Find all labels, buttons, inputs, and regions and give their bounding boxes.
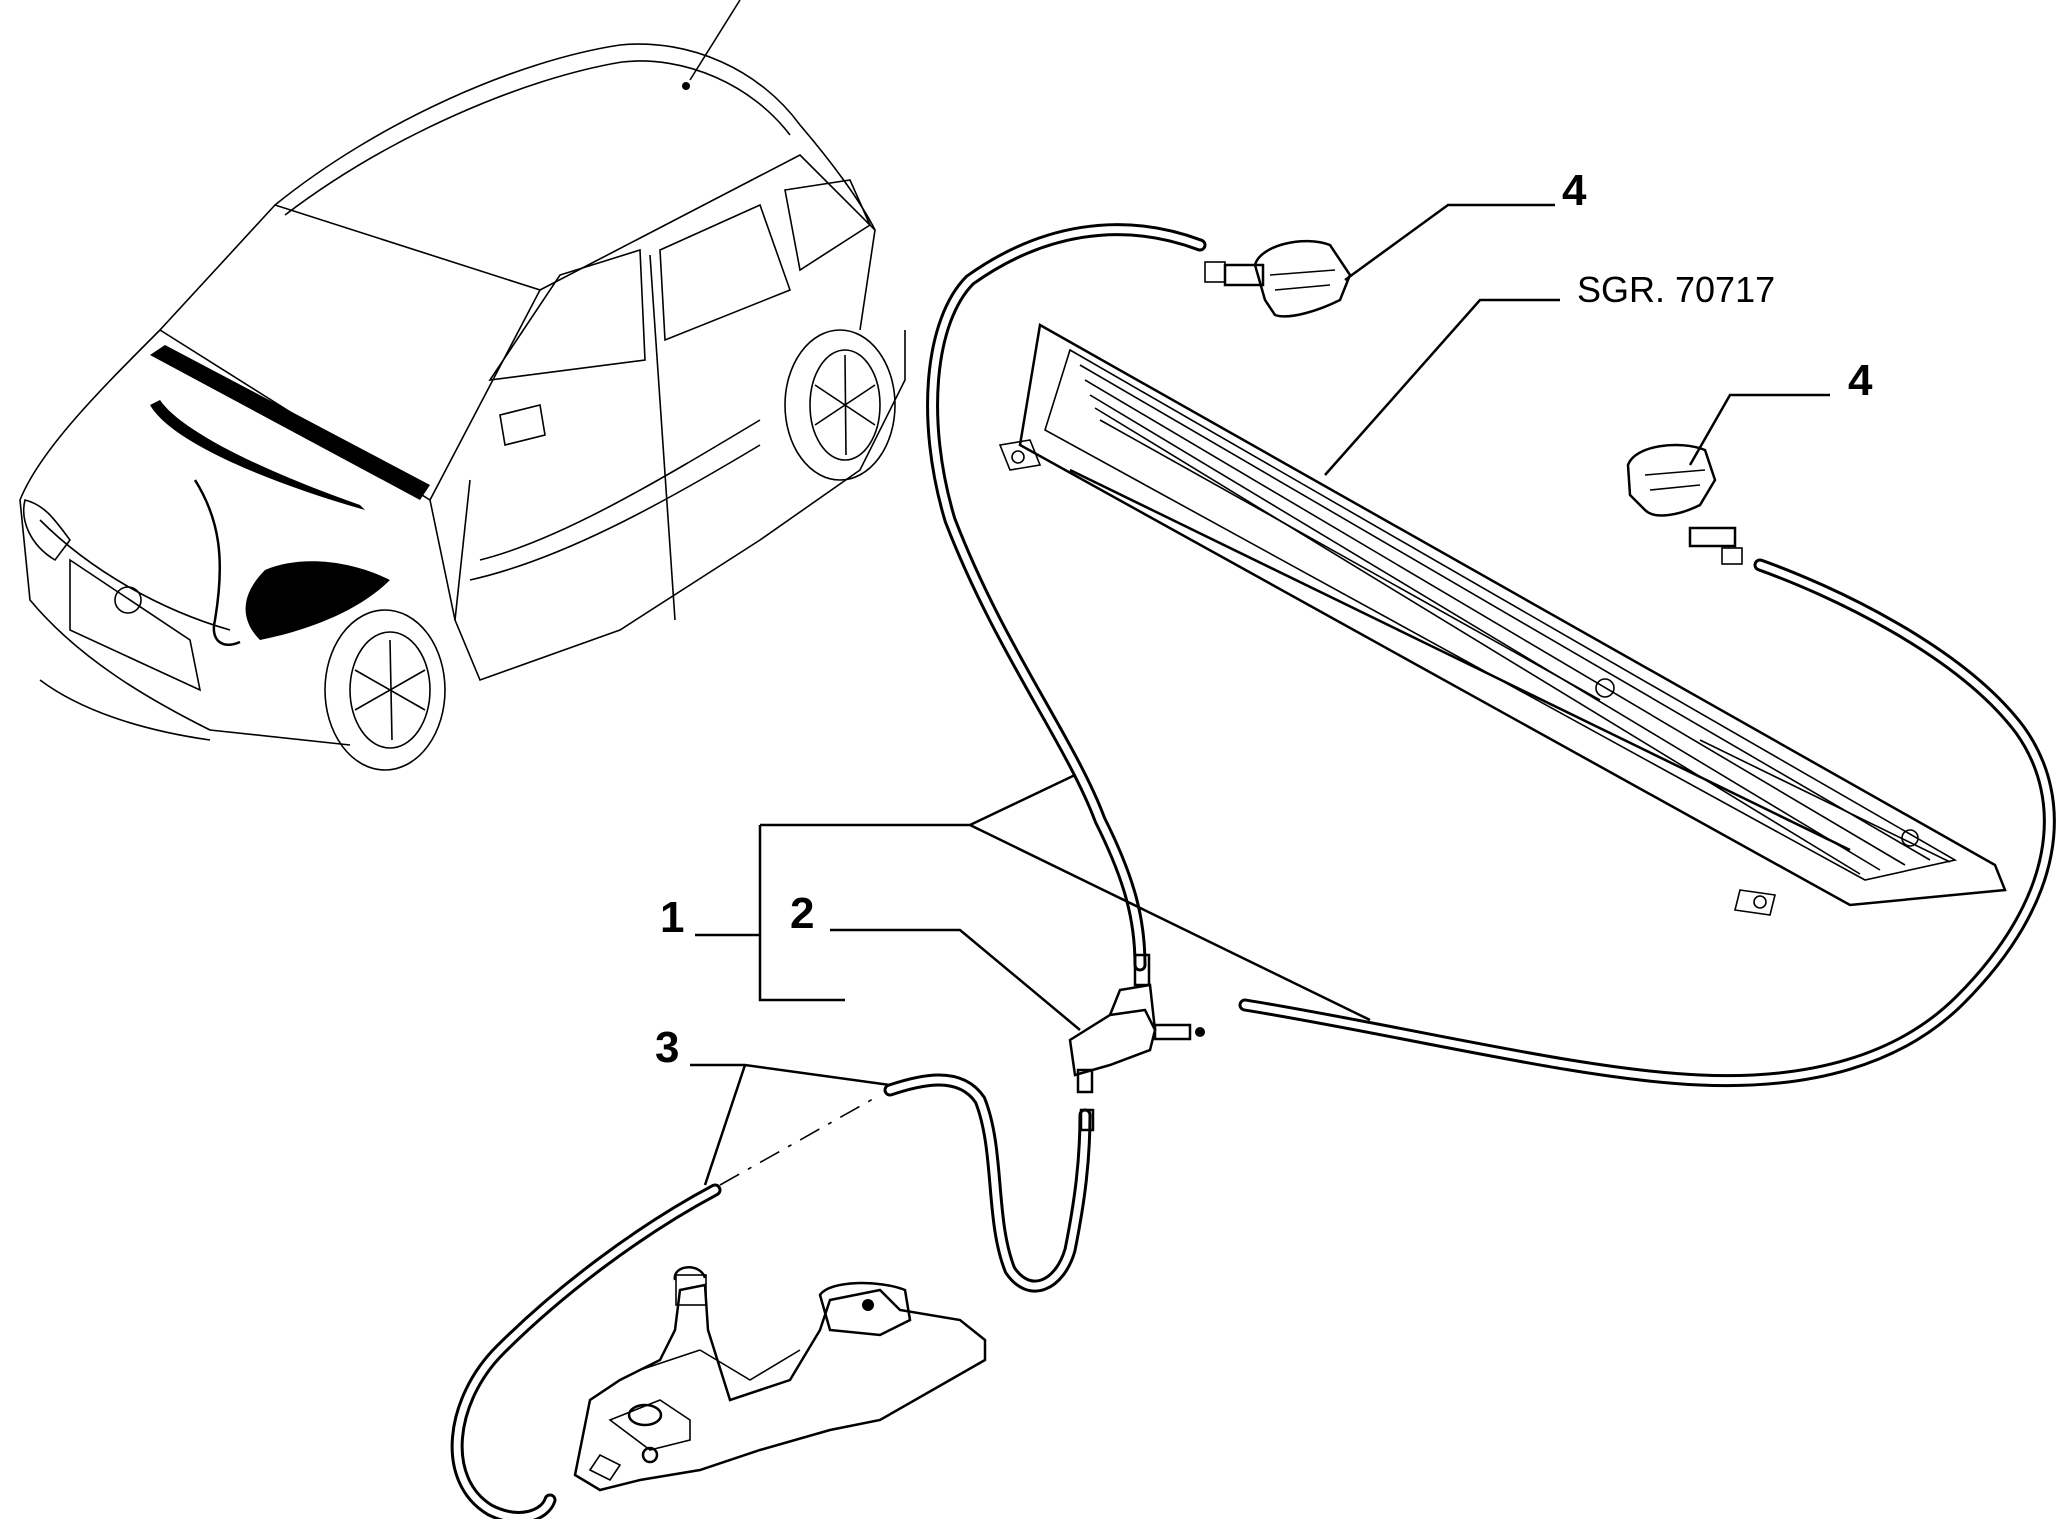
callout-4-lower: 4 [1848,356,1873,405]
washer-jet-nozzle [1204,239,1743,565]
callout-4-upper: 4 [1562,166,1587,215]
car-illustration [19,0,906,771]
three-way-connector [1068,953,1205,1132]
washer-reservoir [573,1266,987,1492]
scuttle-panel [998,323,2007,916]
callout-2: 2 [790,889,814,938]
washer-hose-assembly [926,223,2056,1088]
reference-label: SGR. 70717 [1577,269,1775,310]
leader-lines [690,203,1830,1186]
callout-3: 3 [655,1023,679,1072]
pump-hose [450,1073,1092,1519]
callout-1: 1 [660,893,684,942]
